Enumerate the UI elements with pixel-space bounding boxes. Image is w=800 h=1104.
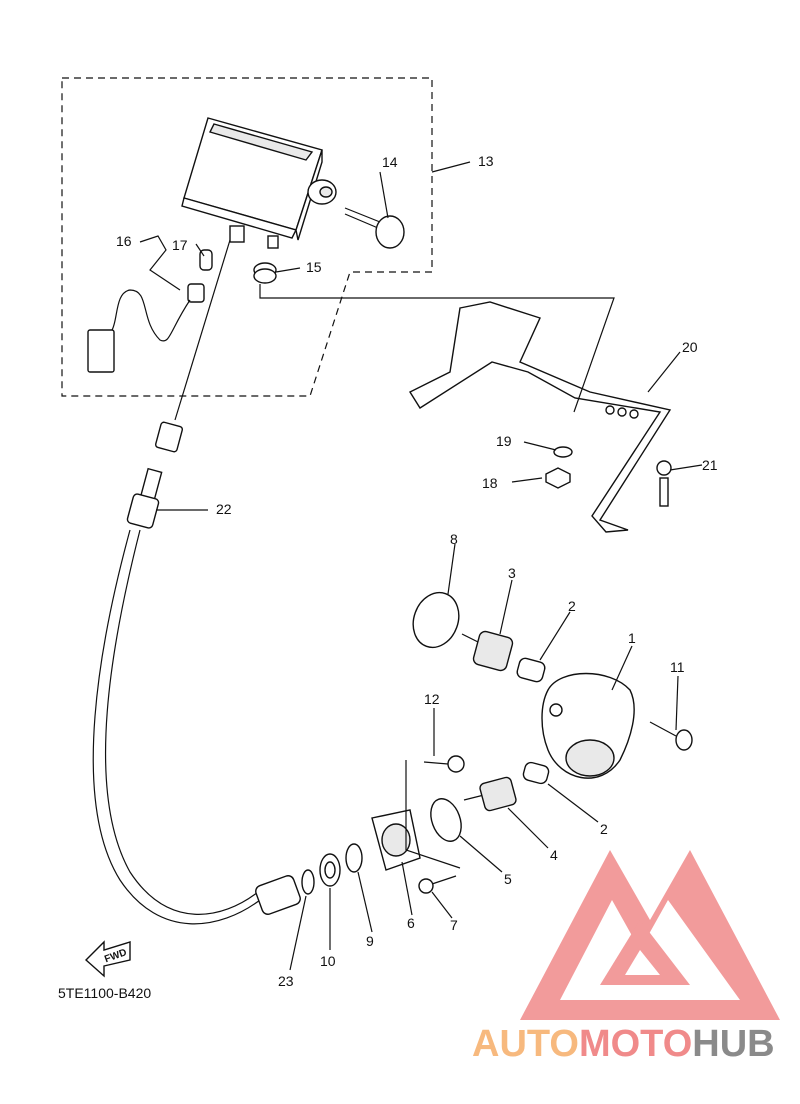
watermark-brand: AUTOMOTOHUB <box>472 1023 775 1065</box>
reset-knob <box>344 207 405 249</box>
washer-19 <box>553 446 573 458</box>
meter-assembly-box <box>61 77 433 397</box>
callout-20: 20 <box>682 339 698 355</box>
seal-10 <box>319 853 341 887</box>
callout-15: 15 <box>306 259 322 275</box>
gear-3 <box>461 630 514 672</box>
callout-14: 14 <box>382 154 398 170</box>
callout-18: 18 <box>482 475 498 491</box>
callout-7: 7 <box>450 917 458 933</box>
callout-3: 3 <box>508 565 516 581</box>
bolt-12 <box>423 755 465 773</box>
gear-housing <box>541 672 635 779</box>
screw-21 <box>656 460 672 507</box>
bushing-2a <box>516 657 546 683</box>
cable-end-fitting <box>255 875 301 915</box>
grommet <box>253 262 277 284</box>
callout-labels: 13 14 15 16 17 20 19 18 21 22 8 3 2 1 11… <box>116 153 718 989</box>
washer-9 <box>345 843 363 873</box>
callout-5: 5 <box>504 871 512 887</box>
o-ring-5 <box>430 798 462 842</box>
plate-6 <box>371 809 421 871</box>
callout-22: 22 <box>216 501 232 517</box>
meter-unit <box>181 117 337 249</box>
callout-2b: 2 <box>600 821 608 837</box>
watermark-logo <box>520 850 780 1020</box>
bushing-2b <box>522 761 550 785</box>
callout-21: 21 <box>702 457 718 473</box>
diagram-code: 5TE1100-B420 <box>58 985 151 1001</box>
leader-lines <box>139 161 703 971</box>
o-ring-8 <box>412 591 460 649</box>
callout-6: 6 <box>407 915 415 931</box>
callout-12: 12 <box>424 691 440 707</box>
callout-13: 13 <box>478 153 494 169</box>
callout-23: 23 <box>278 973 294 989</box>
callout-2a: 2 <box>568 598 576 614</box>
callout-17: 17 <box>172 237 188 253</box>
callout-1: 1 <box>628 630 636 646</box>
bolt-7 <box>418 875 457 894</box>
callout-8: 8 <box>450 531 458 547</box>
callout-10: 10 <box>320 953 336 969</box>
nut-18 <box>545 467 571 489</box>
callout-9: 9 <box>366 933 374 949</box>
meter-bracket <box>408 301 672 533</box>
fwd-arrow: FWD <box>84 940 131 978</box>
o-ring-23 <box>301 869 315 895</box>
gear-4 <box>463 776 517 812</box>
callout-4: 4 <box>550 847 558 863</box>
callout-11: 11 <box>670 659 685 675</box>
callout-16: 16 <box>116 233 132 249</box>
bulb-socket <box>87 249 213 373</box>
bolt-11 <box>649 721 693 751</box>
speedometer-cable <box>92 239 261 925</box>
callout-19: 19 <box>496 433 512 449</box>
